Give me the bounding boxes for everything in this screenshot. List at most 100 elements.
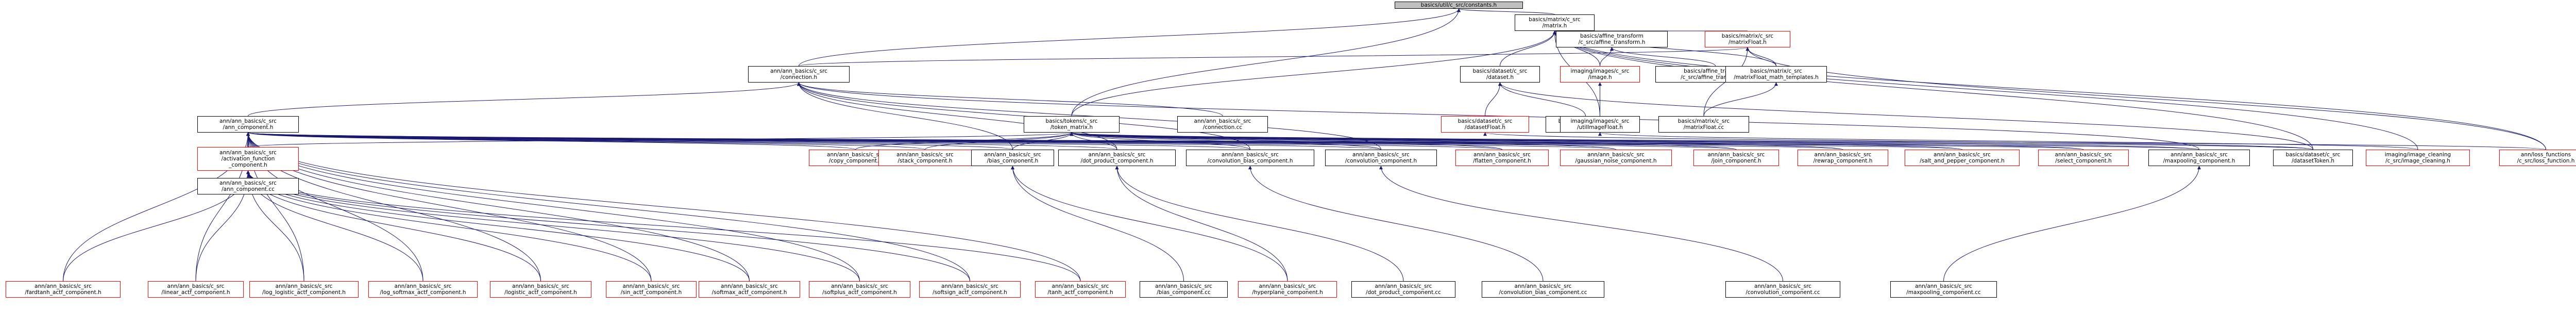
node-label-line: /matrixFloat.h (1728, 39, 1767, 45)
node-ann-ann-basics-c-src-connection-h[interactable]: ann/ann_basics/c_src/connection.h (748, 66, 850, 83)
node-ann-ann-basics-c-src-dot-product-component-h[interactable]: ann/ann_basics/c_src/dot_product_compone… (1058, 150, 1176, 166)
node-label-line: /ann_component.cc (222, 186, 275, 192)
node-label-line: ann/ann_basics/c_src (1155, 283, 1212, 289)
node-ann-ann-basics-c-src-log-softmax-actf-component-h[interactable]: ann/ann_basics/c_src/log_softmax_actf_co… (368, 281, 478, 298)
node-ann-ann-basics-c-src-ann-component-h[interactable]: ann/ann_basics/c_src/ann_component.h (197, 116, 299, 133)
node-ann-ann-basics-c-src-dot-product-component-cc[interactable]: ann/ann_basics/c_src/dot_product_compone… (1351, 281, 1455, 298)
node-basics-dataset-c-src-datasettoken-h[interactable]: basics/dataset/c_src/datasetToken.h (2273, 150, 2353, 166)
node-label-line: /gaussian_noise_component.h (1575, 158, 1657, 164)
node-ann-ann-basics-c-src-logistic-actf-component-h[interactable]: ann/ann_basics/c_src/logistic_actf_compo… (490, 281, 591, 298)
node-label-line: /dot_product_component.h (1080, 158, 1154, 164)
node-label-line: /stack_component.h (897, 158, 953, 164)
edge-n16-n41 (246, 170, 860, 282)
edge-n10-n20 (1012, 132, 1074, 150)
node-label-line: ann/ann_basics/c_src (1707, 152, 1765, 158)
edge-n10-n26 (1070, 132, 1737, 150)
node-label-line: /logistic_actf_component.h (504, 289, 577, 296)
node-ann-ann-basics-c-src-softsign-actf-component-h[interactable]: ann/ann_basics/c_src/softsign_actf_compo… (919, 281, 1021, 298)
node-label-line: basics/dataset/c_src (1458, 118, 1513, 124)
node-ann-ann-basics-c-src-softmax-actf-component-h[interactable]: ann/ann_basics/c_src/softmax_actf_compon… (699, 281, 800, 298)
node-ann-ann-basics-c-src-tanh-actf-component-h[interactable]: ann/ann_basics/c_src/tanh_actf_component… (1035, 281, 1126, 298)
edge-n9-n40 (246, 132, 750, 282)
node-basics-matrix-c-src-matrixfloat-h[interactable]: basics/matrix/c_src/matrixFloat.h (1705, 31, 1790, 47)
node-imaging-images-c-src-image-h[interactable]: imaging/images/c_src/image.h (1560, 66, 1640, 83)
node-label-line: ann/ann_basics/c_src (721, 283, 778, 289)
node-ann-ann-basics-c-src-hyperplane-component-h[interactable]: ann/ann_basics/c_src/hyperplane_componen… (1238, 281, 1337, 298)
node-basics-tokens-c-src-token-matrix-h[interactable]: basics/tokens/c_src/token_matrix.h (1024, 116, 1120, 133)
node-ann-ann-basics-c-src-convolution-component-cc[interactable]: ann/ann_basics/c_src/convolution_compone… (1725, 281, 1840, 298)
edge-n9-n24 (246, 132, 1502, 150)
edge-n10-n27 (1070, 132, 1843, 150)
node-label-line: /activation_function (221, 156, 275, 162)
node-ann-ann-basics-c-src-maxpooling-component-h[interactable]: ann/ann_basics/c_src/maxpooling_componen… (2148, 150, 2250, 166)
edge-n4-n21 (797, 82, 1117, 150)
node-ann-ann-basics-c-src-sin-actf-component-h[interactable]: ann/ann_basics/c_src/sin_actf_component.… (606, 281, 697, 298)
node-basics-matrix-c-src-matrixfloat-math-templates-h[interactable]: basics/matrix/c_src/matrixFloat_math_tem… (1725, 66, 1827, 83)
node-ann-ann-basics-c-src-stack-component-h[interactable]: ann/ann_basics/c_src/stack_component.h (878, 150, 972, 166)
node-label-line: /convolution_bias_component.cc (1499, 289, 1587, 296)
edge-n1-n31 (1553, 30, 2313, 150)
edge-n10-n23 (1070, 132, 1381, 150)
node-basics-matrix-c-src-matrixfloat-cc[interactable]: basics/matrix/c_src/matrixFloat.cc (1658, 116, 1749, 133)
node-ann-ann-basics-c-src-maxpooling-component-cc[interactable]: ann/ann_basics/c_src/maxpooling_componen… (1890, 281, 1997, 298)
node-ann-ann-basics-c-src-join-component-h[interactable]: ann/ann_basics/c_src/join_component.h (1693, 150, 1779, 166)
node-label-line: /hyperplane_component.h (1252, 289, 1323, 296)
node-basics-dataset-c-src-dataset-h[interactable]: basics/dataset/c_src/dataset.h (1460, 66, 1540, 83)
node-ann-ann-basics-c-src-linear-actf-component-h[interactable]: ann/ann_basics/c_src/linear_actf_compone… (148, 281, 244, 298)
node-ann-ann-basics-c-src-convolution-bias-component-cc[interactable]: ann/ann_basics/c_src/convolution_bias_co… (1482, 281, 1604, 298)
node-ann-ann-basics-c-src-log-logistic-actf-component-h[interactable]: ann/ann_basics/c_src/log_logistic_actf_c… (249, 281, 359, 298)
node-imaging-image-cleaning-c-src-image-cleaning-h[interactable]: imaging/image_cleaning/c_src/image_clean… (2366, 150, 2470, 166)
edge-n10-n19 (925, 132, 1074, 150)
edge-n10-n24 (1070, 132, 1502, 150)
node-label-line: ann/ann_basics/c_src (1473, 152, 1531, 158)
node-ann-ann-basics-c-src-softplus-actf-component-h[interactable]: ann/ann_basics/c_src/softplus_actf_compo… (809, 281, 910, 298)
node-ann-ann-basics-c-src-rewrap-component-h[interactable]: ann/ann_basics/c_src/rewrap_component.h (1798, 150, 1888, 166)
edge-n20-n45 (1011, 166, 1288, 282)
edge-n10-n16 (248, 132, 1073, 148)
node-label-line: ann/ann_basics/c_src (1194, 118, 1251, 124)
node-label-line: ann/ann_basics/c_src (2171, 152, 2228, 158)
node-label-line: /c_src/affine_transform.h (1578, 39, 1646, 45)
node-ann-ann-basics-c-src-ann-component-cc[interactable]: ann/ann_basics/c_src/ann_component.cc (197, 178, 299, 194)
node-label-line: basics/affine_transform (1580, 33, 1643, 39)
node-label-line: ann/ann_basics/c_src (1814, 152, 1872, 158)
node-label-line: ann/ann_basics/c_src (394, 283, 452, 289)
node-basics-affine-transform-c-src-affine-transform-h[interactable]: basics/affine_transform/c_src/affine_tra… (1556, 31, 1668, 47)
edge-n4-n9 (248, 82, 801, 117)
node-label-line: /maxpooling_component.h (2163, 158, 2235, 164)
node-ann-ann-basics-c-src-bias-component-h[interactable]: ann/ann_basics/c_src/bias_component.h (971, 150, 1054, 166)
edge-n8-n14 (1703, 82, 1778, 117)
node-ann-ann-basics-c-src-convolution-component-h[interactable]: ann/ann_basics/c_src/convolution_compone… (1325, 150, 1437, 166)
edge-n10-n33 (1070, 132, 2546, 150)
node-ann-ann-basics-c-src-convolution-bias-component-h[interactable]: ann/ann_basics/c_src/convolution_bias_co… (1186, 150, 1314, 166)
node-label-line: /c_src/image_cleaning.h (2385, 158, 2450, 164)
node-imaging-images-c-src-utilimagefloat-h[interactable]: imaging/images/c_src/utilImageFloat.h (1560, 116, 1640, 133)
node-label-line: /bias_component.h (987, 158, 1039, 164)
node-basics-dataset-c-src-datasetfloat-h[interactable]: basics/dataset/c_src/datasetFloat.h (1441, 116, 1529, 133)
node-ann-ann-basics-c-src-select-component-h[interactable]: ann/ann_basics/c_src/select_component.h (2038, 150, 2129, 166)
node-label-line: /datasetToken.h (2291, 158, 2335, 164)
node-label-line: ann/ann_basics/c_src (275, 283, 333, 289)
node-ann-ann-basics-c-src-activation-function-component-h[interactable]: ann/ann_basics/c_src/activation_function… (197, 147, 299, 171)
node-basics-matrix-c-src-matrix-h[interactable]: basics/matrix/c_src/matrix.h (1515, 14, 1595, 31)
node-label-line: /salt_and_pepper_component.h (1920, 158, 2005, 164)
edge-n5-n11 (1485, 82, 1502, 117)
node-basics-util-c-src-constants-h[interactable]: basics/util/c_src/constants.h (1395, 2, 1523, 9)
node-label-line: /log_softmax_actf_component.h (380, 289, 466, 296)
node-ann-ann-basics-c-src-gaussian-noise-component-h[interactable]: ann/ann_basics/c_src/gaussian_noise_comp… (1560, 150, 1672, 166)
node-ann-ann-basics-c-src-connection-cc[interactable]: ann/ann_basics/c_src/connection.cc (1177, 116, 1268, 133)
node-label-line: /linear_actf_component.h (161, 289, 230, 296)
node-label-line: /maxpooling_component.cc (1906, 289, 1981, 296)
node-ann-loss-functions-c-src-loss-function-h[interactable]: ann/loss_functions/c_src/loss_function.h (2499, 150, 2576, 166)
node-ann-ann-basics-c-src-flatten-component-h[interactable]: ann/ann_basics/c_src/flatten_component.h (1455, 150, 1549, 166)
edge-n10-n22 (1070, 132, 1250, 150)
node-label-line: ann/ann_basics/c_src (1088, 152, 1146, 158)
node-ann-ann-basics-c-src-fardtanh-actf-component-h[interactable]: ann/ann_basics/c_src/fardtanh_actf_compo… (6, 281, 121, 298)
node-label-line: basics/matrix/c_src (1529, 17, 1581, 23)
node-ann-ann-basics-c-src-salt-and-pepper-component-h[interactable]: ann/ann_basics/c_src/salt_and_pepper_com… (1905, 150, 2020, 166)
edge-n1-n5 (1500, 30, 1556, 67)
edge-n0-n1 (1457, 8, 1555, 15)
edge-n4-n20 (797, 82, 1013, 150)
node-ann-ann-basics-c-src-copy-component-h[interactable]: ann/ann_basics/c_src/copy_component.h (809, 150, 902, 166)
node-ann-ann-basics-c-src-bias-component-cc[interactable]: ann/ann_basics/c_src/bias_component.cc (1140, 281, 1228, 298)
